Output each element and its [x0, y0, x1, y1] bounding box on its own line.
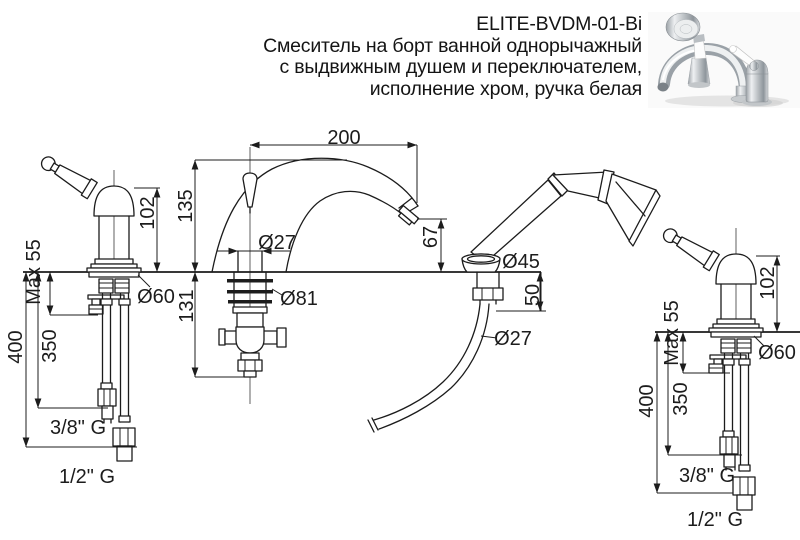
dim-left-valve-thread-38: 3/8" G — [50, 417, 106, 439]
left-valve-drawing: 102 Max 55 350 400 Ø60 3/8" G 1/2" G — [5, 156, 175, 488]
right-valve-body — [720, 283, 752, 320]
diverter-knob — [242, 172, 258, 214]
right-valve-drawing: 102 Ø60 Max 55 350 400 3/8" G 1/2" G — [636, 228, 796, 531]
left-valve-dome — [93, 185, 135, 217]
left-valve-body — [98, 215, 130, 260]
dim-shower-holder-dia: Ø45 — [502, 251, 540, 273]
dim-left-valve-flange: Ø60 — [137, 286, 175, 308]
dim-shower-hose-dia: Ø27 — [494, 328, 532, 350]
dim-right-valve-400: 400 — [636, 384, 658, 417]
dim-right-valve-flange: Ø60 — [758, 342, 796, 364]
shower-head-face — [628, 189, 661, 247]
spout-inner-curve — [285, 190, 404, 273]
dim-spout-pipe-dia: Ø27 — [258, 232, 296, 254]
right-hose-12 — [739, 353, 750, 472]
dim-left-valve-height: 102 — [137, 196, 159, 229]
dim-shower-below-deck: 50 — [522, 284, 544, 306]
product-model: ELITE-BVDM-01-Bi — [476, 13, 642, 35]
product-description-line: исполнение хром, ручка белая — [369, 77, 643, 100]
diverter-tee-body — [235, 326, 265, 354]
dim-right-valve-height: 102 — [757, 266, 779, 299]
spout-shank — [237, 250, 263, 273]
left-hose-38 — [101, 293, 112, 390]
dim-left-valve-400: 400 — [5, 330, 27, 363]
dim-right-valve-thread-38: 3/8" G — [679, 465, 735, 487]
product-description-line: Смеситель на борт ванной однорычажный — [263, 34, 642, 57]
product-description-line: с выдвижным душем и переключателем, — [279, 56, 642, 78]
dim-spout-flange-dia: Ø81 — [280, 288, 318, 310]
spout-drawing: 200 135 131 Ø27 Ø81 67 — [175, 127, 447, 404]
right-valve-lever — [662, 228, 720, 272]
dim-right-valve-350: 350 — [670, 382, 692, 415]
dim-left-valve-350: 350 — [39, 329, 61, 362]
dim-spout-below-deck: 131 — [176, 289, 198, 322]
product-photo — [648, 12, 800, 108]
photo-hand-shower — [665, 12, 711, 88]
dim-spout-height: 135 — [175, 189, 197, 222]
left-hose-12 — [119, 293, 130, 423]
left-valve-lever — [40, 156, 98, 200]
right-valve-dome — [715, 253, 757, 285]
dim-right-valve-thread-12: 1/2" G — [687, 509, 743, 531]
spout-outer-curve — [211, 157, 419, 273]
spout-aerator — [397, 204, 420, 226]
hand-shower-drawing: Ø45 50 Ø27 — [367, 169, 661, 433]
dim-left-valve-thread-12: 1/2" G — [59, 466, 115, 488]
dim-right-valve-max-deck: Max 55 — [661, 300, 683, 366]
photo-valve — [729, 45, 772, 106]
shower-hose — [373, 303, 481, 421]
product-header: ELITE-BVDM-01-Bi Смеситель на борт ванно… — [263, 13, 643, 100]
dim-spout-outlet-height: 67 — [420, 226, 442, 248]
dim-spout-reach: 200 — [327, 127, 360, 149]
right-hose-38 — [723, 353, 734, 438]
